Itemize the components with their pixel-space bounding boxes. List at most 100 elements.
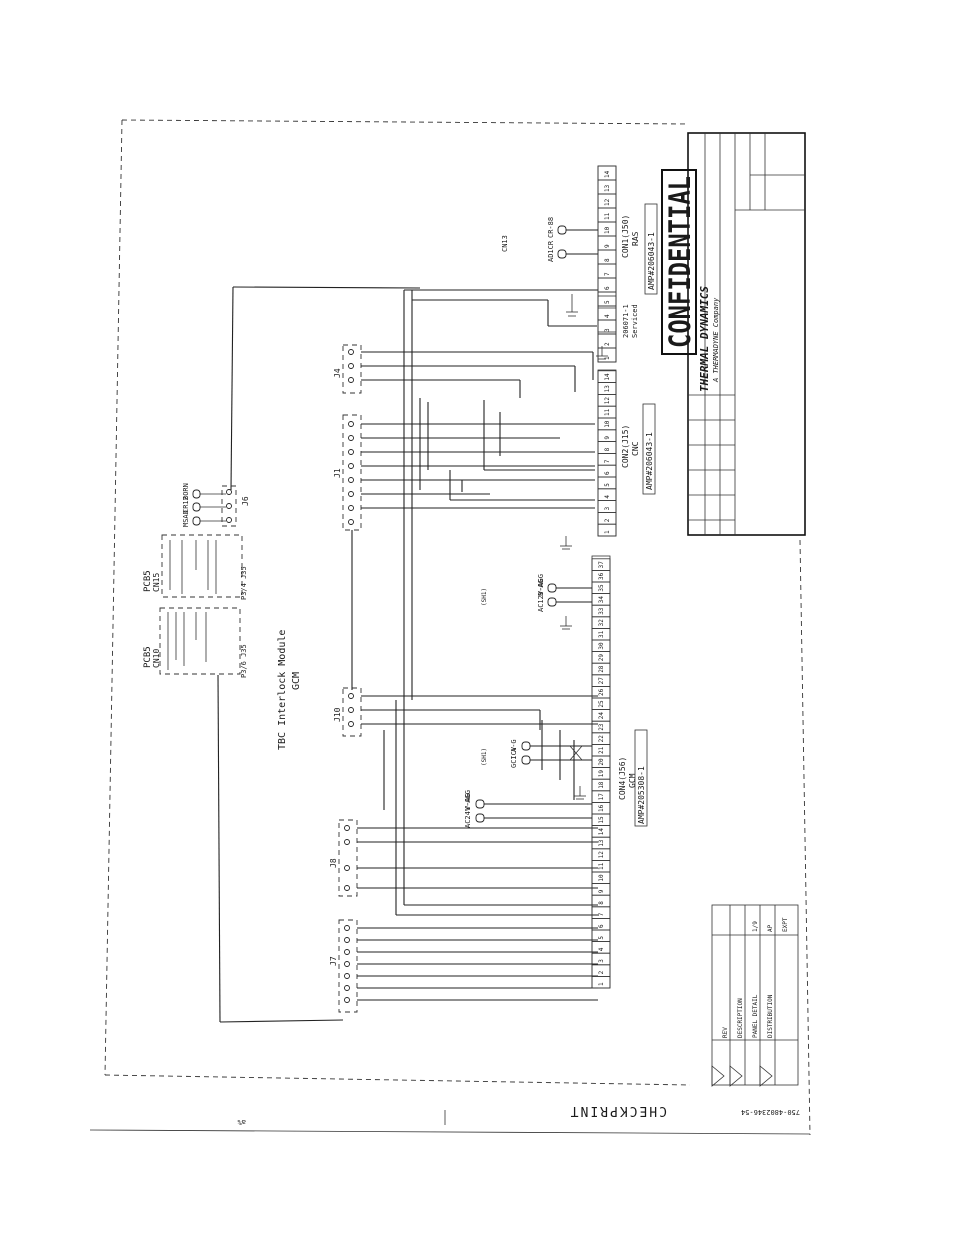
con1-pin-number: 4 (604, 314, 611, 318)
con4-pin-number: 12 (598, 851, 605, 859)
con4-up-0: B-AG (537, 579, 545, 596)
company-name: THERMAL DYNAMICS (698, 286, 711, 392)
sheet-border (89, 119, 811, 1136)
module-title: TBC Interlock Module (277, 630, 288, 750)
con4-pin-number: 17 (598, 793, 605, 801)
con1-pin-number: 1 (604, 356, 611, 360)
con4-pin-number: 24 (598, 712, 605, 720)
con2-pin-number: 2 (604, 518, 611, 522)
company-tagline: A THERMADYNE Company (712, 297, 720, 383)
ground-symbols (560, 346, 608, 800)
con4-pin-number: 13 (598, 839, 605, 847)
header-j7 (338, 919, 358, 1013)
header-j8 (338, 819, 358, 897)
connector-con4: 1234567891011121314151617181920212223242… (475, 555, 611, 989)
con1-pin-number: 6 (604, 286, 611, 290)
j6-label: J6 (241, 496, 250, 506)
j4-label: J4 (333, 368, 342, 378)
con4-pin-number: 6 (598, 924, 605, 928)
con4-pin-number: 34 (598, 596, 605, 604)
tb-r3c2: EXPT (782, 917, 789, 932)
con4-pin-number: 36 (598, 572, 605, 580)
con4-pin-number: 33 (598, 607, 605, 615)
con4-pin-number: 2 (598, 970, 605, 974)
con4-pin-number: 28 (598, 665, 605, 673)
con2-pin-number: 1 (604, 530, 611, 534)
con4-pin-number: 10 (598, 874, 605, 882)
wires-lower (357, 695, 598, 1001)
con4-pin-number: 5 (598, 936, 605, 940)
module-bus (217, 286, 421, 1023)
pcb-left-name: PCB5 (143, 646, 153, 668)
con4-pin-number: 35 (598, 584, 605, 592)
module-subtitle: GCM (291, 672, 302, 690)
wires-j4-j1 (351, 289, 598, 700)
con2-part: AMP#206043-1 (645, 432, 654, 490)
con4-pin-number: 7 (598, 912, 605, 916)
con4-mid-tag: (SH1) (481, 748, 488, 766)
con4-pin-number: 20 (598, 758, 605, 766)
con4-pin-number: 32 (598, 619, 605, 627)
tb-r2c1: DISTRIBUTION (767, 994, 774, 1038)
j6-signal-2: MSAD (182, 510, 190, 527)
company-logo: THERMAL DYNAMICS A THERMADYNE Company (698, 286, 720, 392)
con1-pin-number: 12 (604, 198, 611, 206)
tb-r0c1: DESCRIPTION (737, 998, 744, 1038)
j6-signal-0: BORN (182, 483, 190, 500)
con2-pin-number: 10 (604, 420, 611, 428)
pcb-right-name: PCB5 (143, 570, 153, 592)
tb-r2c2: AP (767, 924, 774, 932)
con4-pin-number: 1 (598, 982, 605, 986)
con1-pin-number: 5 (604, 300, 611, 304)
con2-pin-number: 11 (604, 408, 611, 416)
con4-sub: GCM (628, 773, 637, 788)
con4-label: CON4(J56) (618, 757, 627, 800)
con4-pin-number: 9 (598, 889, 605, 893)
con4-pin-number: 37 (598, 561, 605, 569)
con4-mid-1: GCICV (510, 746, 518, 768)
j10-label: J10 (333, 707, 342, 722)
tb-r1c2: 1/9 (752, 921, 759, 932)
con4-pin-number: 16 (598, 804, 605, 812)
con2-sub: CNC (631, 441, 640, 456)
con4-pin-number: 4 (598, 947, 605, 951)
con2-pin-number: 6 (604, 471, 611, 475)
connector-small (597, 295, 617, 333)
con2-pin-number: 3 (604, 506, 611, 510)
j7-label: J7 (329, 956, 338, 966)
con4-pin-number: 25 (598, 700, 605, 708)
con4-mid-0: A-G (510, 739, 518, 752)
con2-label: CON2(J15) (621, 425, 630, 468)
con1-sub: RAS (631, 231, 640, 246)
small-sub: Serviced (631, 304, 639, 338)
tb-r0c0: REV (722, 1027, 729, 1038)
header-j6 (192, 485, 237, 527)
con4-low-0: V-AG (464, 793, 472, 810)
con1-sig-1: AD1CR (547, 240, 555, 262)
con2-pin-number: 4 (604, 495, 611, 499)
header-j10 (342, 687, 362, 737)
con2-pin-number: 9 (604, 436, 611, 440)
j8-label: J8 (329, 858, 338, 868)
header-j1 (342, 414, 362, 531)
con2-pin-number: 8 (604, 447, 611, 451)
con2-pin-number: 12 (604, 397, 611, 405)
confidential-stamp: CONFIDENTIAL (661, 169, 697, 355)
pcb-right-sub: CN15 (152, 573, 161, 592)
doc-number: 750-4802346-54 (741, 1108, 800, 1116)
con1-pin-number: 14 (604, 170, 611, 178)
con4-pin-number: 27 (598, 677, 605, 685)
con4-pin-number: 14 (598, 828, 605, 836)
pcb5-cn15 (161, 534, 243, 598)
con4-pin-number: 8 (598, 901, 605, 905)
con1-label: CON1(J50) (621, 215, 630, 258)
con1-pin-number: 9 (604, 244, 611, 248)
con4-pin-number: 26 (598, 688, 605, 696)
con1-part: AMP#206043-1 (647, 232, 656, 290)
con2-pin-number: 5 (604, 483, 611, 487)
lower-title-block (711, 904, 799, 1087)
con4-pin-number: 30 (598, 642, 605, 650)
